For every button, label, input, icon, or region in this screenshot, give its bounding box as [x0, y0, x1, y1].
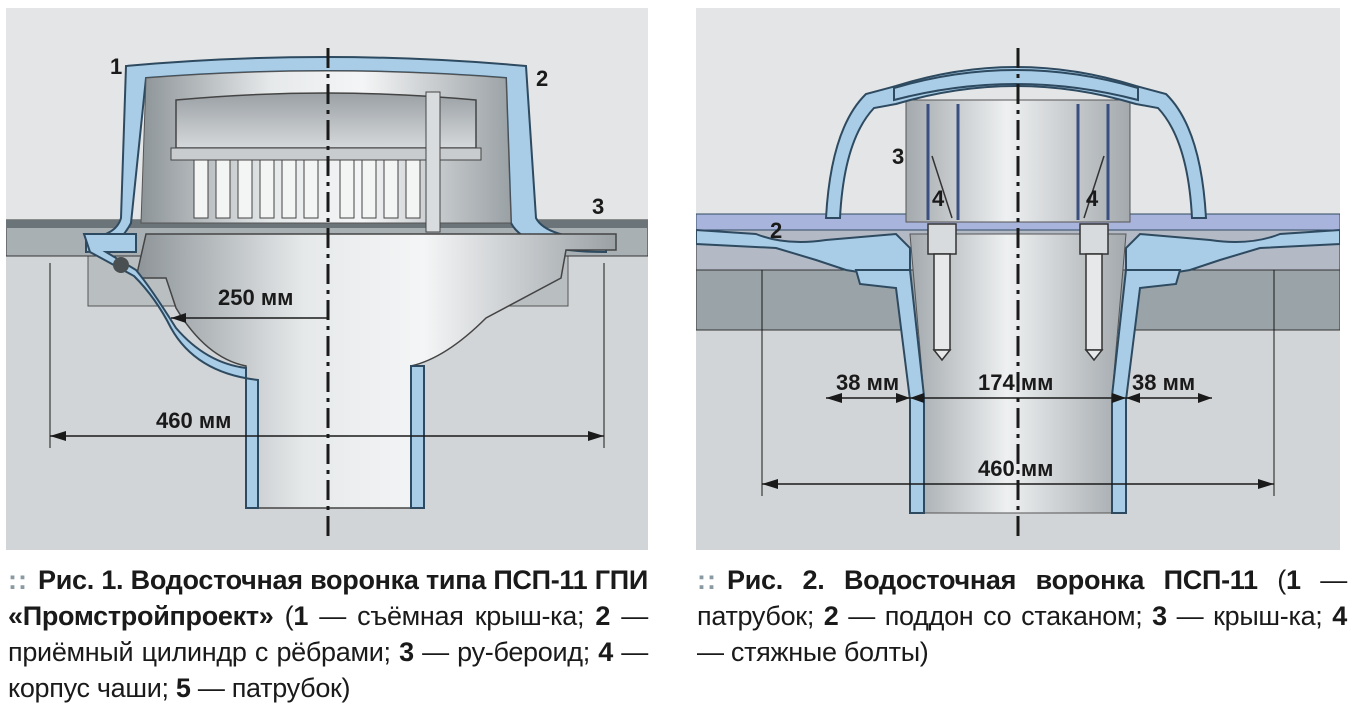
- cap-shell: [824, 66, 1208, 219]
- caption-item-num: 2: [595, 601, 611, 631]
- caption-item-text: — приёмный цилиндр с рёбрами;: [8, 601, 648, 667]
- grille-bars: [926, 104, 1110, 220]
- caption-item-text: — патрубок): [190, 673, 351, 703]
- caption-item-num: 4: [1332, 601, 1347, 631]
- caption-figure-1: ::Рис. 1. Водосточная воронка типа ПСП-1…: [8, 562, 648, 706]
- outlet-pipe-right: [410, 365, 425, 509]
- sealant-bead: [113, 257, 129, 273]
- caption-item-num: 4: [598, 637, 613, 667]
- caption-item-text: — крыш-ка;: [1166, 601, 1333, 631]
- outlet-pipe-wall: [82, 233, 259, 509]
- figure-1-drawing: 250 мм 460 мм 1 2 3: [6, 8, 648, 550]
- caption-item-num: 3: [1152, 601, 1167, 631]
- label-4-left: 4: [932, 186, 945, 211]
- caption-item-text: — патрубок;: [697, 565, 1347, 631]
- bolt-left: [927, 155, 957, 362]
- bolt-right: [1079, 155, 1109, 362]
- tray-left: [696, 228, 911, 276]
- caption-item-text: — съёмная крыш-ка;: [308, 601, 596, 631]
- dim-174-label: 174 мм: [978, 370, 1053, 395]
- caption-item-num: 1: [1286, 565, 1301, 595]
- caption-fig-number: Рис. 1.: [37, 565, 124, 595]
- caption-bullet-icon: ::: [697, 565, 717, 595]
- dim-460-label: 460 мм: [978, 456, 1053, 481]
- caption-item-num: 1: [293, 601, 309, 631]
- outlet-wall-right: [1111, 269, 1182, 514]
- label-2: 2: [770, 218, 782, 243]
- dim-38-left-label: 38 мм: [836, 370, 899, 395]
- caption-paren: (: [1257, 565, 1286, 595]
- label-3: 3: [892, 144, 904, 169]
- caption-item-num: 3: [399, 637, 414, 667]
- label-1: 1: [110, 54, 122, 79]
- dim-250-label: 250 мм: [218, 285, 293, 310]
- tray-right: [1125, 228, 1340, 276]
- caption-fig-number: Рис. 2.: [726, 565, 825, 595]
- dim-38-right-label: 38 мм: [1132, 370, 1195, 395]
- caption-item-text: — поддон со стаканом;: [838, 601, 1153, 631]
- dim-460-label: 460 мм: [156, 408, 231, 433]
- figure-1-svg: 250 мм 460 мм 1 2 3: [6, 48, 648, 550]
- cap-ribs: [193, 159, 421, 219]
- figure-2-drawing: 38 мм 174 мм 38 мм 460 мм 2 3 4 4: [696, 8, 1340, 550]
- caption-paren: (: [273, 601, 294, 631]
- figure-2-svg: 38 мм 174 мм 38 мм 460 мм 2 3 4 4: [696, 48, 1340, 550]
- caption-item-text: — корпус чаши;: [8, 637, 649, 703]
- caption-item-num: 5: [175, 673, 191, 703]
- caption-item-num: 2: [823, 601, 839, 631]
- cap-band: [170, 147, 482, 161]
- caption-title: Водосточная воронка ПСП-11: [843, 565, 1258, 595]
- caption-figure-2: ::Рис. 2. Водосточная воронка ПСП-11 (1 …: [697, 562, 1347, 670]
- caption-bullet-icon: ::: [8, 565, 28, 595]
- cap-top-plate: [893, 69, 1139, 102]
- cap-top: [175, 92, 477, 149]
- caption-item-text: — ру-бероид;: [413, 637, 599, 667]
- label-3: 3: [592, 194, 604, 219]
- label-2: 2: [536, 66, 548, 91]
- outlet-wall-left: [854, 269, 925, 514]
- caption-title: Водосточная воронка типа ПСП-11 ГПИ «Про…: [8, 565, 648, 631]
- label-4-right: 4: [1086, 186, 1099, 211]
- caption-item-text: — стяжные болты): [697, 637, 929, 667]
- roofing-top: [6, 220, 648, 228]
- handle: [425, 91, 441, 233]
